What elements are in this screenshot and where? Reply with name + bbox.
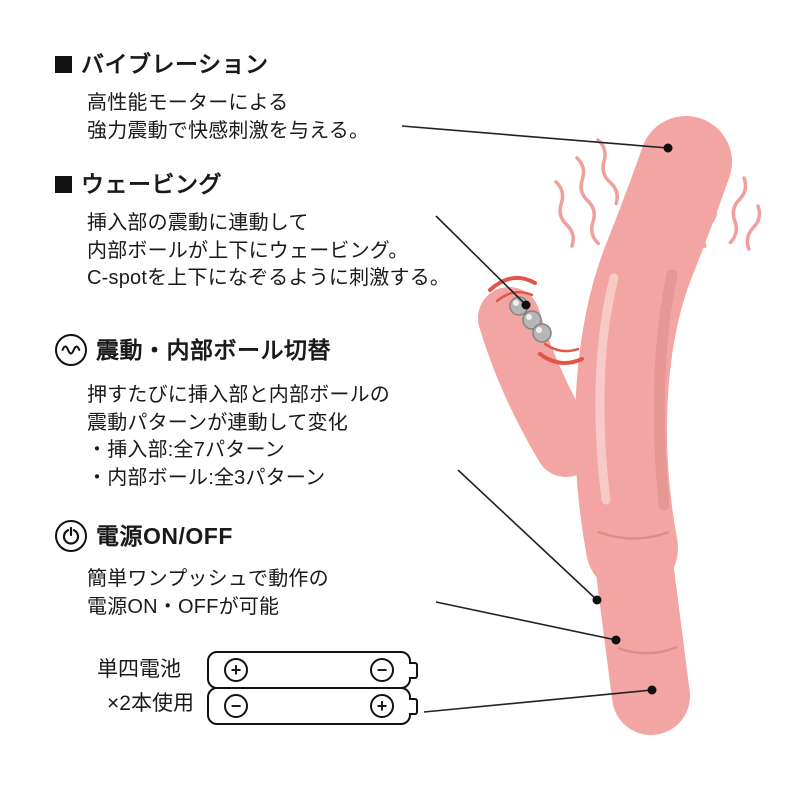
battery-terminal-positive: + <box>224 658 248 682</box>
section-body: 挿入部の震動に連動して 内部ボールが上下にウェービング。 C-spotを上下にな… <box>87 210 450 293</box>
section-heading-row: ウェービング <box>55 168 450 200</box>
section-heading-row: バイブレーション <box>55 48 369 80</box>
callout-battery <box>423 689 653 713</box>
battery-diagram: + − − + <box>207 651 418 725</box>
body-line: 強力震動で快感刺激を与える。 <box>87 119 370 142</box>
power-icon <box>55 520 87 552</box>
section-heading: 電源ON/OFF <box>96 523 233 549</box>
section-power: 電源ON/OFF 簡単ワンプッシュで動作の 電源ON・OFFが可能 <box>55 520 329 621</box>
section-body: 簡単ワンプッシュで動作の 電源ON・OFFが可能 <box>87 566 329 621</box>
callout-power <box>435 601 617 641</box>
section-vibration: バイブレーション 高性能モーターによる 強力震動で快感刺激を与える。 <box>55 48 369 145</box>
section-body: 高性能モーターによる 強力震動で快感刺激を与える。 <box>87 90 369 145</box>
sine-wave-icon <box>55 334 87 366</box>
body-line: 挿入部の震動に連動して <box>87 212 309 234</box>
square-bullet-icon <box>55 175 72 193</box>
callout-waving <box>435 215 527 306</box>
callout-lines <box>401 125 669 713</box>
body-line: 押すたびに挿入部と内部ボールの <box>87 384 390 406</box>
square-bullet-icon <box>55 55 72 73</box>
body-line: 高性能モーターによる <box>87 92 289 114</box>
section-heading: バイブレーション <box>81 51 269 77</box>
device-body <box>478 116 732 735</box>
body-line: 簡単ワンプッシュで動作の <box>87 568 329 590</box>
section-heading-row: 震動・内部ボール切替 <box>55 334 390 366</box>
battery-cell: − + <box>207 686 418 725</box>
section-heading-row: 電源ON/OFF <box>55 520 329 552</box>
battery-terminal-positive: + <box>370 693 394 718</box>
body-line: C-spotを上下になぞるように刺激する。 <box>87 267 451 289</box>
battery-contact-tab <box>409 697 418 715</box>
battery-cell: + − <box>207 651 418 689</box>
body-line: ・挿入部:全7パターン <box>87 439 285 461</box>
callout-dots <box>521 143 673 695</box>
callout-pattern-switch <box>457 469 598 601</box>
battery-label-line: 単四電池 <box>97 658 181 681</box>
battery-label: 単四電池 ×2本使用 <box>97 653 194 721</box>
callout-vibration <box>401 125 669 149</box>
section-body: 押すたびに挿入部と内部ボールの 震動パターンが連動して変化 ・挿入部:全7パター… <box>87 382 390 492</box>
section-heading: 震動・内部ボール切替 <box>96 337 331 363</box>
body-line: ・内部ボール:全3パターン <box>87 466 326 489</box>
section-waving: ウェービング 挿入部の震動に連動して 内部ボールが上下にウェービング。 C-sp… <box>55 168 450 293</box>
battery-contact-tab <box>409 662 418 679</box>
battery-terminal-negative: − <box>370 658 394 682</box>
battery-label-line: ×2本使用 <box>107 692 194 715</box>
section-heading: ウェービング <box>81 171 222 197</box>
body-line: 内部ボールが上下にウェービング。 <box>87 239 409 262</box>
body-line: 電源ON・OFFが可能 <box>87 595 280 618</box>
section-pattern-switch: 震動・内部ボール切替 押すたびに挿入部と内部ボールの 震動パターンが連動して変化… <box>55 334 390 492</box>
body-line: 震動パターンが連動して変化 <box>87 411 348 434</box>
battery-terminal-negative: − <box>224 693 248 718</box>
